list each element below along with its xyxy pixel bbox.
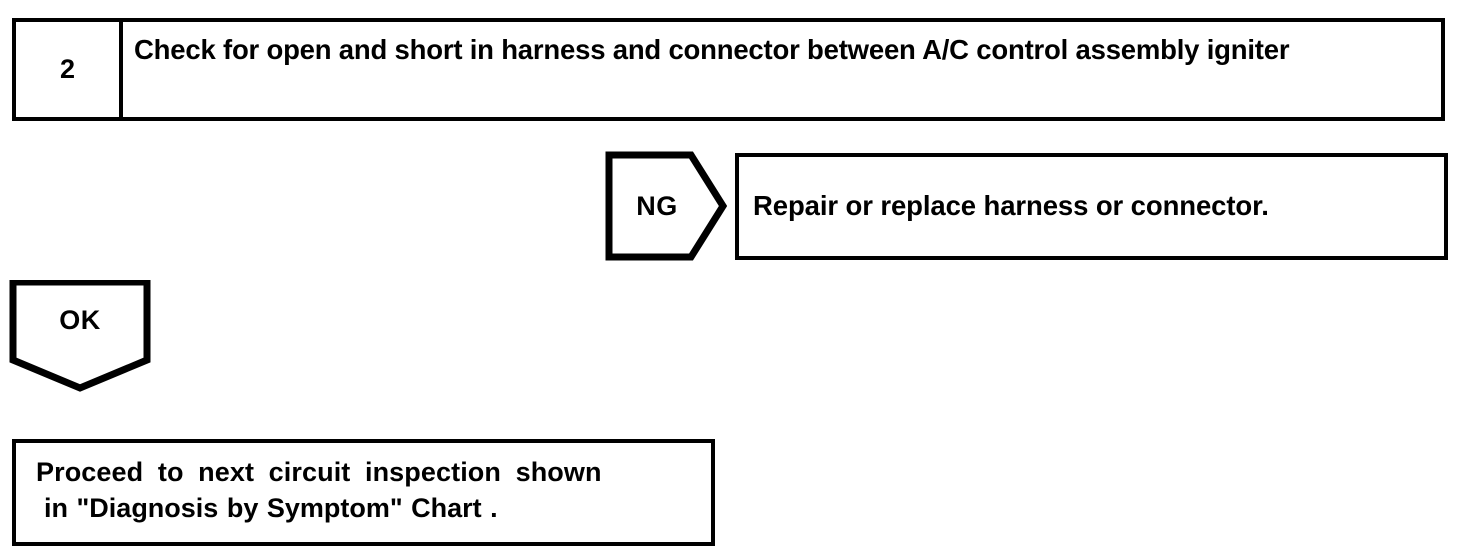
- proceed-text-line-1: Proceed to next circuit inspection shown: [36, 457, 602, 487]
- proceed-text-line-2: in "Diagnosis by Symptom" Chart .: [44, 492, 498, 523]
- step-number-cell: 2: [16, 22, 123, 117]
- ng-result-text: Repair or replace harness or connector.: [753, 190, 1269, 222]
- ng-arrow-shape: [605, 151, 727, 261]
- proceed-box: Proceed to next circuit inspection shown…: [12, 439, 715, 546]
- ng-result-box: Repair or replace harness or connector.: [735, 153, 1448, 260]
- step-number: 2: [59, 54, 76, 84]
- step-instruction-text: Check for open and short in harness and …: [134, 34, 1290, 65]
- ok-arrow-shape: [9, 280, 151, 392]
- step-instruction-cell: Check for open and short in harness and …: [123, 22, 1441, 117]
- step-box: 2 Check for open and short in harness an…: [12, 18, 1445, 121]
